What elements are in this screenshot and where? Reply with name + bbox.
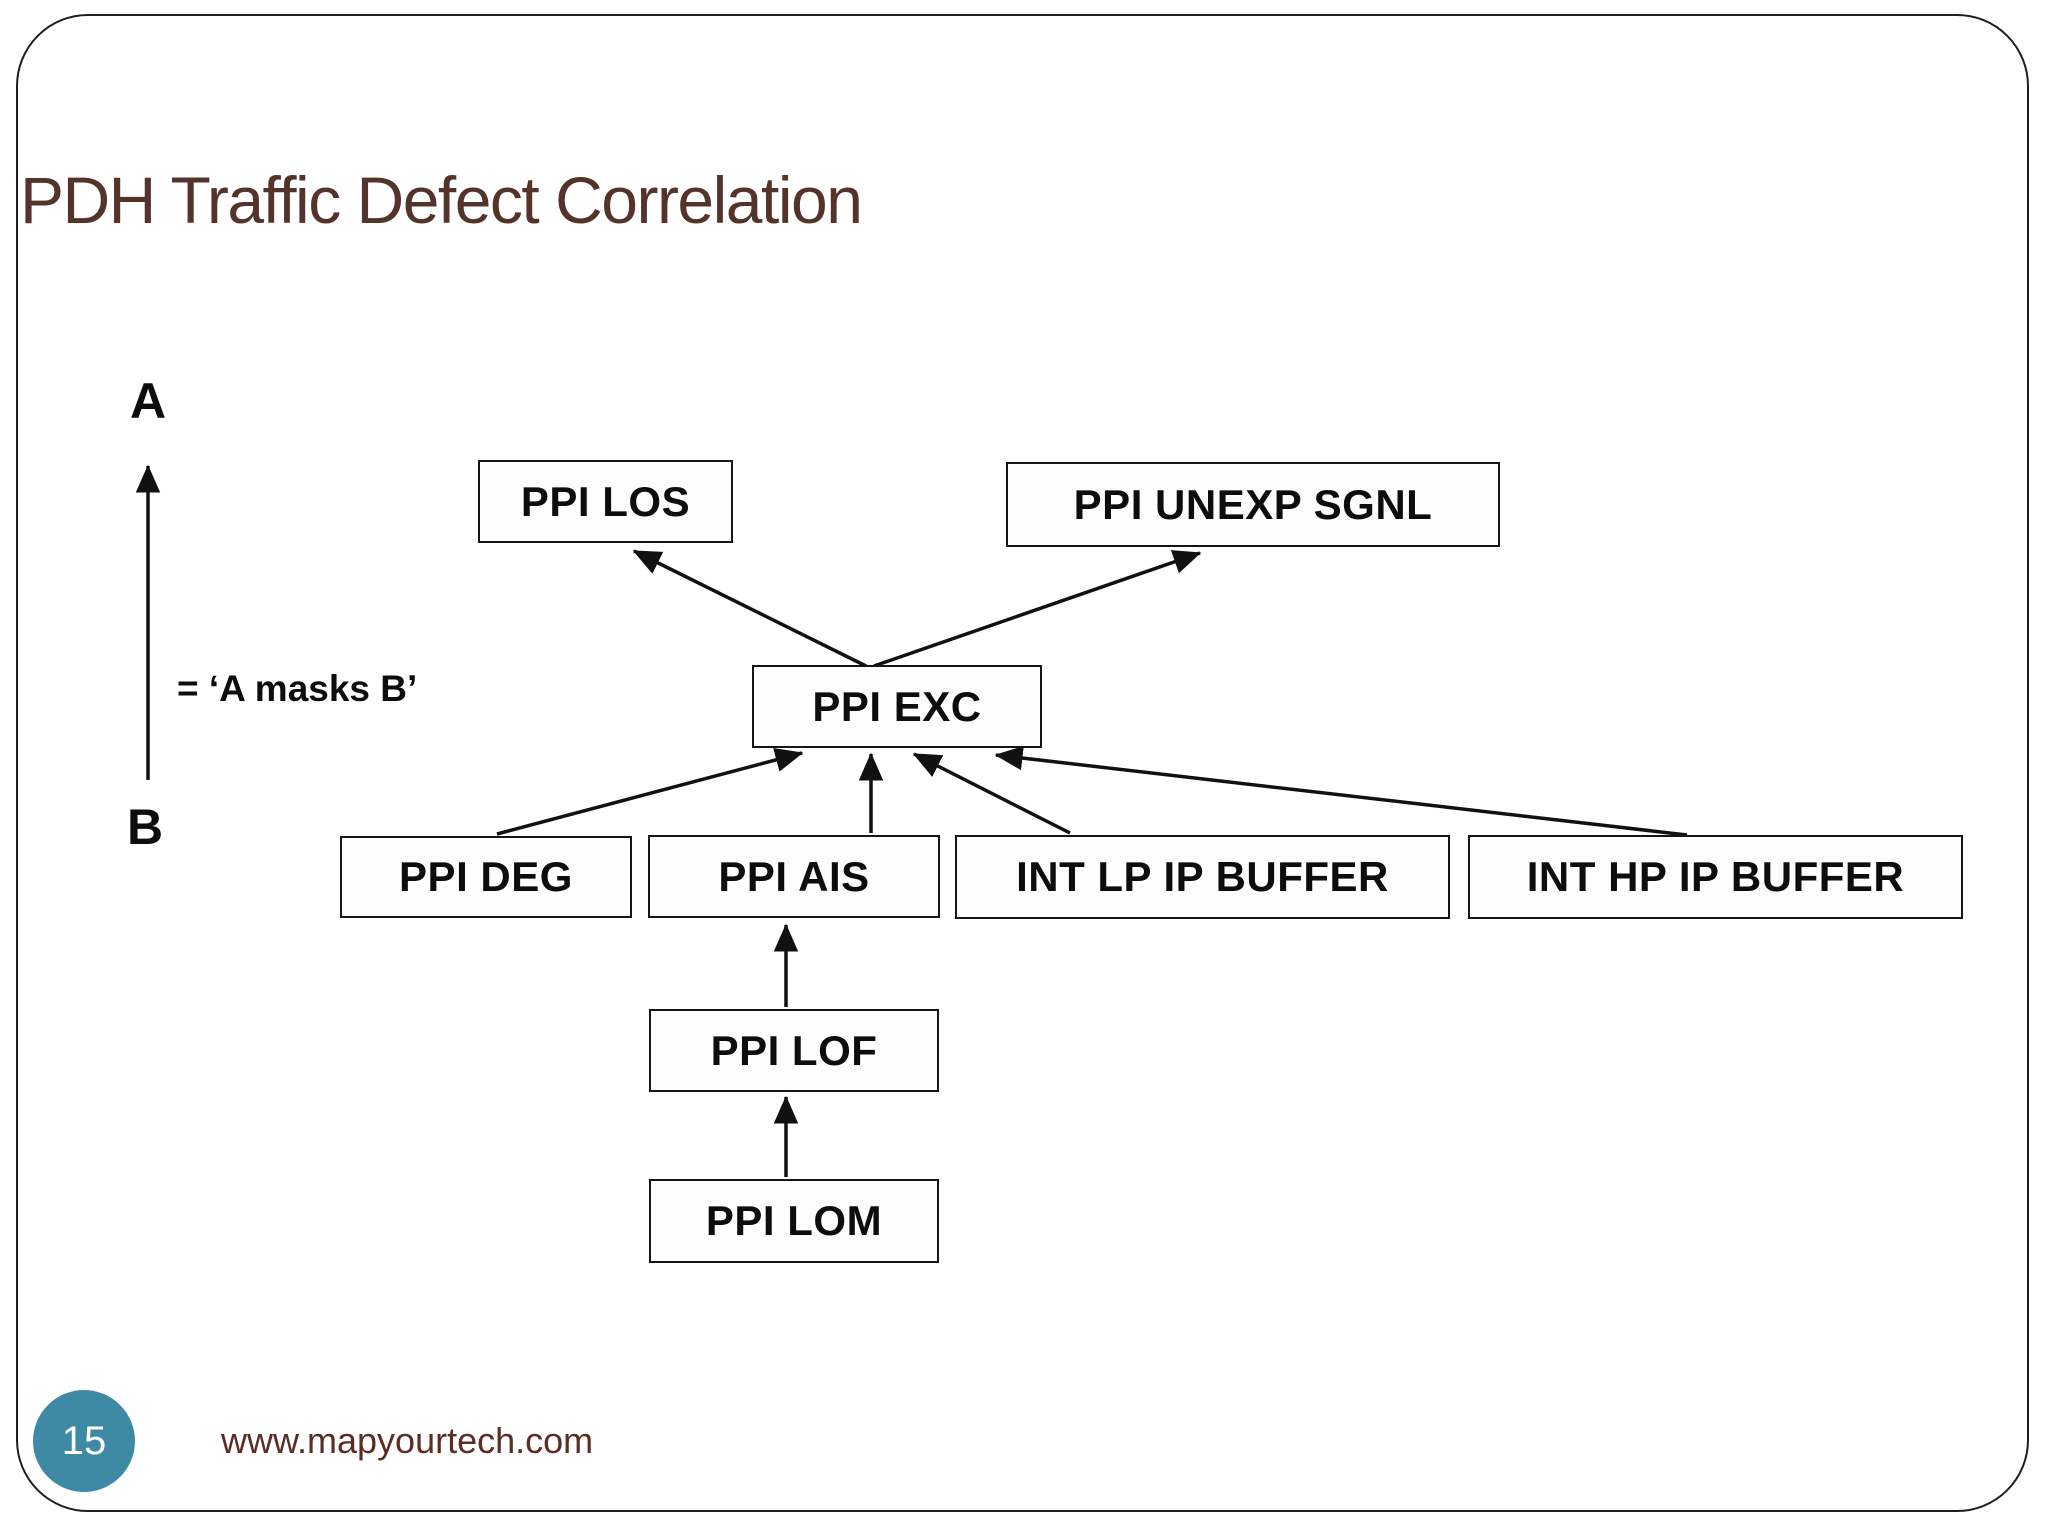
node-int-lp-ip-buffer: INT LP IP BUFFER <box>955 835 1450 919</box>
node-ppi-lof: PPI LOF <box>649 1009 939 1092</box>
page-number: 15 <box>61 1418 107 1463</box>
node-ppi-los: PPI LOS <box>478 460 733 543</box>
node-ppi-ais: PPI AIS <box>648 835 940 918</box>
node-int-hp-ip-buffer: INT HP IP BUFFER <box>1468 835 1963 919</box>
node-ppi-lom: PPI LOM <box>649 1179 939 1263</box>
node-ppi-exc: PPI EXC <box>752 665 1042 748</box>
legend-relation-text: = ‘A masks B’ <box>177 668 418 709</box>
legend-label-a: A <box>130 373 167 429</box>
page-number-badge: 15 <box>33 1390 135 1492</box>
footer-website-text: www.mapyourtech.com <box>221 1420 594 1461</box>
slide-border-frame <box>16 14 2029 1512</box>
legend-label-b: B <box>127 799 164 855</box>
page-title: PDH Traffic Defect Correlation <box>20 163 863 238</box>
node-ppi-deg: PPI DEG <box>340 836 632 918</box>
node-ppi-unexp-sgnl: PPI UNEXP SGNL <box>1006 462 1500 547</box>
